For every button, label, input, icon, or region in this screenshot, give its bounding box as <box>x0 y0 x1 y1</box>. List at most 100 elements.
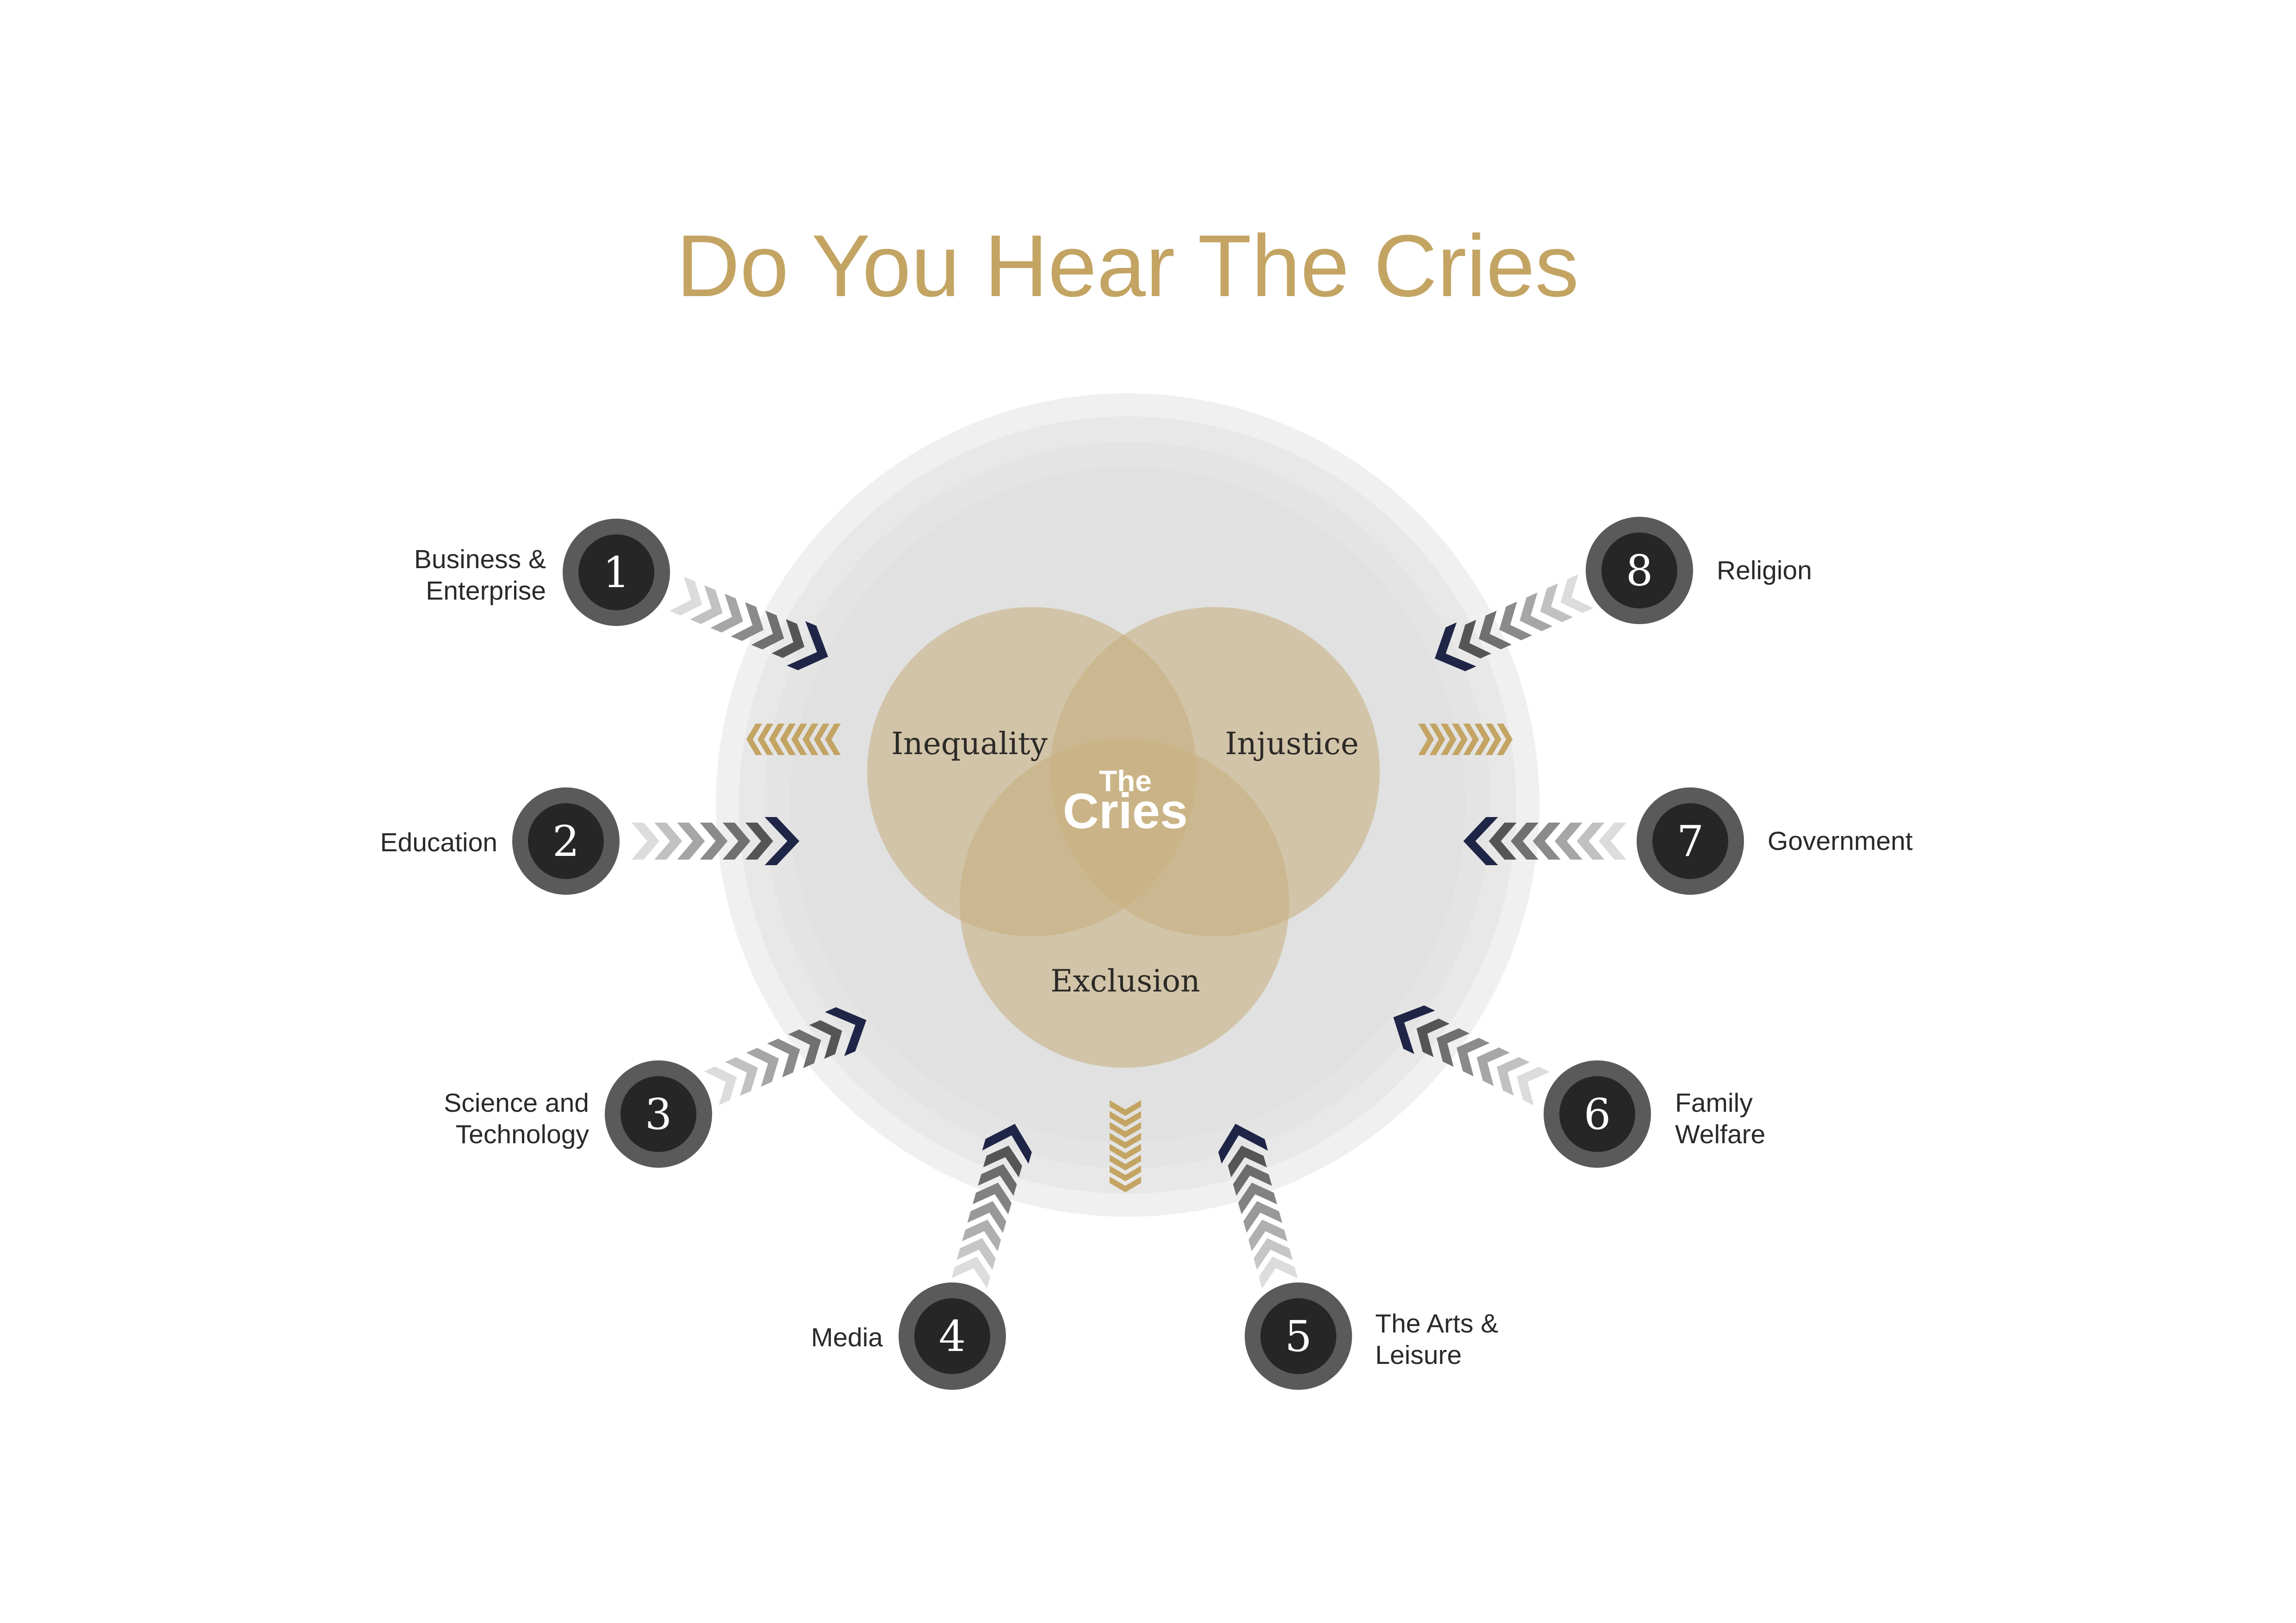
gold-arrow-down-chevron <box>1110 1144 1141 1160</box>
gold-arrow-right-chevron <box>1485 724 1502 755</box>
inbound-arrow-1-chevron <box>731 602 764 641</box>
inbound-arrow-5-chevron <box>1218 1123 1268 1164</box>
gold-arrow-right-chevron <box>1429 724 1446 755</box>
inbound-arrow-8-chevron <box>1520 592 1553 632</box>
gold-arrow-down-chevron <box>1110 1154 1141 1171</box>
gold-arrow-down-chevron <box>1110 1133 1141 1149</box>
inbound-arrow-4-chevron <box>982 1123 1032 1164</box>
gold-arrow-right-chevron <box>1497 724 1513 755</box>
inbound-arrow-6 <box>1393 1005 1550 1106</box>
gold-arrow-right-chevron <box>1463 724 1479 755</box>
inbound-arrow-3-chevron <box>809 1020 842 1059</box>
sector-label-science-line2: Technology <box>456 1120 590 1149</box>
inbound-arrow-4-chevron <box>973 1183 1012 1214</box>
gold-arrow-right-chevron <box>1440 724 1457 755</box>
gold-arrow-down-chevron <box>1110 1165 1141 1182</box>
gold-arrow-right <box>1418 724 1513 755</box>
sector-label-education: Education <box>380 828 497 857</box>
gold-arrow-left-chevron <box>813 724 830 755</box>
badge-number-1: 1 <box>603 548 630 597</box>
inbound-arrow-6-chevron <box>1477 1047 1510 1086</box>
inbound-arrow-1-chevron <box>710 594 744 633</box>
inbound-arrow-4-chevron <box>983 1146 1022 1177</box>
sector-label-religion: Religion <box>1717 556 1812 585</box>
gold-arrow-right-chevron <box>1474 724 1490 755</box>
inbound-arrow-2-chevron <box>745 823 773 860</box>
venn-circle-exclusion <box>960 738 1289 1068</box>
inbound-arrow-6-chevron <box>1516 1066 1550 1106</box>
inbound-arrow-1 <box>669 576 828 670</box>
badge-1: 1 <box>563 519 670 626</box>
inbound-arrow-7-chevron <box>1463 817 1498 865</box>
sector-label-arts-line2: Leisure <box>1375 1340 1462 1370</box>
badge-number-7: 7 <box>1677 817 1704 866</box>
badge-2: 2 <box>512 787 620 895</box>
gold-arrow-left-chevron <box>802 724 819 755</box>
gold-arrow-left-chevron <box>791 724 807 755</box>
gold-arrow-right-chevron <box>1452 724 1468 755</box>
inbound-arrow-7-chevron <box>1511 823 1539 860</box>
venn-label-exclusion: Exclusion <box>1050 963 1200 999</box>
inbound-arrow-2-chevron <box>700 823 728 860</box>
inbound-arrow-4-chevron <box>978 1164 1017 1196</box>
sector-label-business-line2: Enterprise <box>426 576 546 606</box>
badge-7: 7 <box>1637 787 1744 895</box>
inbound-arrow-4 <box>951 1123 1032 1288</box>
gold-arrow-right-chevron <box>1418 724 1434 755</box>
sector-label-media: Media <box>811 1323 883 1352</box>
badge-5: 5 <box>1245 1282 1352 1390</box>
gold-arrow-left-chevron <box>746 724 762 755</box>
inbound-arrow-6-chevron <box>1456 1038 1490 1077</box>
inbound-arrow-7-chevron <box>1555 823 1582 860</box>
sector-label-business-line1: Business & <box>414 545 546 574</box>
inbound-chevron-group <box>632 574 1626 1288</box>
inbound-arrow-8-chevron <box>1540 583 1573 622</box>
inbound-arrow-7 <box>1463 817 1626 865</box>
inbound-arrow-6-chevron <box>1496 1057 1530 1096</box>
inbound-arrow-6-chevron <box>1436 1028 1470 1067</box>
inbound-arrow-3-chevron <box>788 1029 821 1068</box>
gold-arrow-left-chevron <box>757 724 774 755</box>
inbound-arrow-8-chevron <box>1458 619 1491 659</box>
inbound-arrow-2-chevron <box>632 823 659 860</box>
inbound-arrow-4-chevron <box>967 1201 1006 1233</box>
venn-diagram: Inequality Injustice Exclusion The Cries <box>867 607 1380 1068</box>
inbound-arrow-8-chevron <box>1560 574 1594 613</box>
badge-4: 4 <box>899 1282 1006 1390</box>
gold-arrow-down-chevron <box>1110 1177 1141 1192</box>
inbound-arrow-8-chevron <box>1478 610 1512 650</box>
gold-arrow-down <box>1110 1100 1141 1192</box>
badge-number-3: 3 <box>645 1090 672 1139</box>
inbound-arrow-8 <box>1434 574 1594 671</box>
sector-label-family-line2: Welfare <box>1675 1120 1765 1149</box>
gold-arrow-down-chevron <box>1110 1100 1141 1116</box>
inbound-arrow-6-chevron <box>1416 1018 1450 1057</box>
gold-arrow-left-chevron <box>780 724 796 755</box>
badge-number-4: 4 <box>939 1312 966 1361</box>
inbound-arrow-5-chevron <box>1228 1146 1267 1177</box>
badge-6: 6 <box>1544 1060 1651 1168</box>
inbound-arrow-5-chevron <box>1253 1238 1293 1270</box>
inbound-arrow-5-chevron <box>1248 1220 1288 1251</box>
inbound-arrow-8-chevron <box>1499 601 1533 640</box>
gold-chevron-group <box>746 724 1513 1192</box>
inbound-arrow-2-chevron <box>654 823 683 860</box>
inbound-arrow-2-chevron <box>722 823 751 860</box>
gold-arrow-down-chevron <box>1110 1111 1141 1127</box>
inbound-arrow-3-chevron <box>825 1007 867 1056</box>
inbound-arrow-5-chevron <box>1259 1257 1298 1288</box>
inbound-arrow-1-chevron <box>771 619 805 658</box>
inbound-arrow-1-chevron <box>669 576 702 616</box>
inbound-arrow-2 <box>632 817 800 865</box>
inbound-arrow-7-chevron <box>1533 823 1561 860</box>
inbound-arrow-5 <box>1218 1123 1298 1288</box>
inbound-arrow-6-chevron <box>1393 1005 1435 1054</box>
sector-label-government: Government <box>1768 826 1913 856</box>
badge-3: 3 <box>605 1060 712 1168</box>
badge-number-8: 8 <box>1626 546 1653 595</box>
inbound-arrow-1-chevron <box>690 585 723 624</box>
badge-number-2: 2 <box>552 817 580 866</box>
badge-number-5: 5 <box>1285 1312 1312 1361</box>
